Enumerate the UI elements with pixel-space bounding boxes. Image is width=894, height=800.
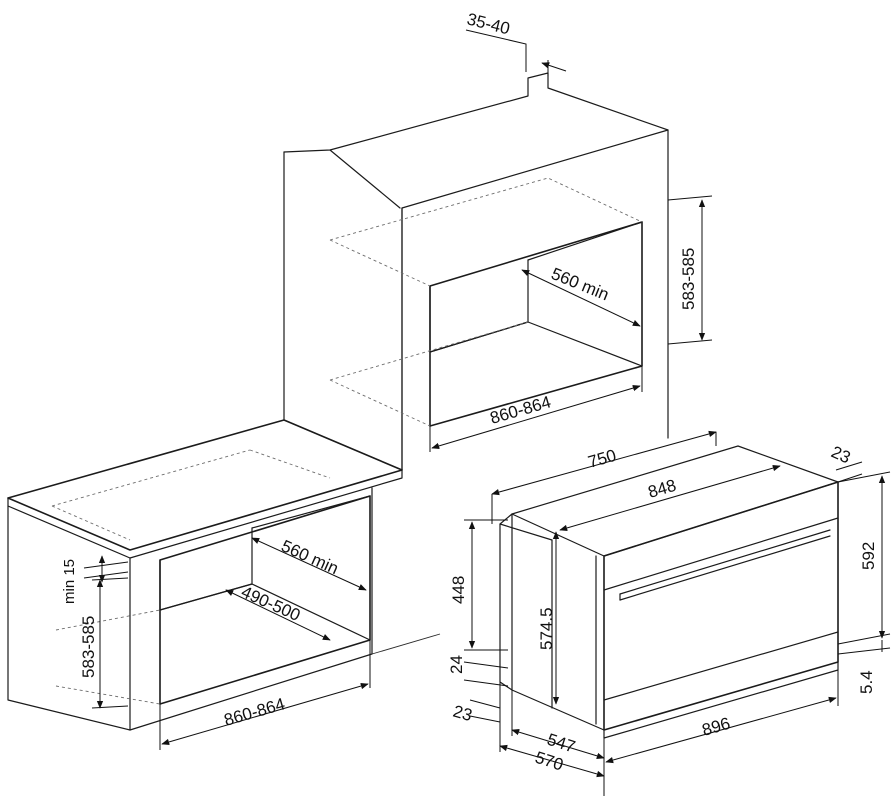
label-column-opening-width: 860-864 xyxy=(488,392,553,427)
label-oven-bottom-5-4: 5.4 xyxy=(857,670,876,694)
dimension-labels: 35-40 583-585 560 min 860-864 min 15 583… xyxy=(61,9,878,774)
label-oven-height-574-5: 574.5 xyxy=(537,607,556,650)
label-top-offset: 35-40 xyxy=(465,9,512,38)
column-dimensions xyxy=(429,29,713,452)
label-oven-front-23: 23 xyxy=(828,442,853,467)
label-oven-height-592: 592 xyxy=(859,542,878,570)
label-column-opening-height: 583-585 xyxy=(679,248,698,310)
label-counter-inner-depth: 490-500 xyxy=(238,582,303,625)
oven-dimensions xyxy=(463,430,891,796)
label-oven-depth-750: 750 xyxy=(586,446,619,472)
label-oven-height-448: 448 xyxy=(449,576,468,604)
oven-front xyxy=(603,481,839,731)
label-oven-width-848: 848 xyxy=(646,476,679,502)
label-counter-opening-width: 860-864 xyxy=(222,694,287,729)
label-counter-depth-min: 560 min xyxy=(278,536,341,578)
label-counter-opening-height: 583-585 xyxy=(79,616,98,678)
label-column-depth-min: 560 min xyxy=(549,264,612,304)
label-oven-width-896: 896 xyxy=(700,714,733,740)
counter-cabinet xyxy=(7,419,441,731)
counter-dimensions xyxy=(83,537,371,750)
label-oven-bottom-23: 23 xyxy=(451,702,474,725)
label-counter-min: min 15 xyxy=(61,559,78,604)
label-oven-gap-24: 24 xyxy=(447,655,466,674)
column-cabinet xyxy=(283,72,669,471)
